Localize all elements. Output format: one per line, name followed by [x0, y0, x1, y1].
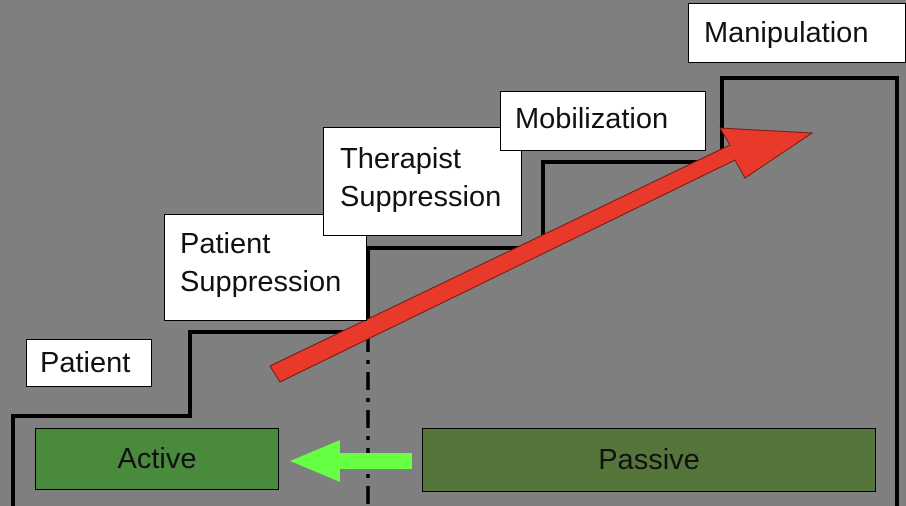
step-label-patient: Patient: [26, 339, 152, 387]
active-mode-box: Active: [35, 428, 279, 490]
staircase-outline: [11, 76, 899, 506]
step-manipulation-text: Manipulation: [704, 17, 869, 49]
step-label-mobilization: Mobilization: [500, 91, 706, 151]
step-therapist-suppression-line1: Therapist: [340, 143, 461, 175]
step-patient-suppression-line2: Suppression: [180, 266, 342, 298]
shift-to-active-arrow: [290, 440, 412, 482]
step-patient-suppression-line1: Patient: [180, 228, 271, 260]
step-mobilization-text: Mobilization: [515, 103, 669, 135]
step-label-patient-suppression: Patient Suppression: [164, 214, 367, 321]
passive-mode-box: Passive: [422, 428, 876, 492]
step-patient-text: Patient: [40, 347, 131, 379]
progression-arrow: [269, 127, 814, 383]
step-therapist-suppression-line2: Suppression: [340, 181, 502, 213]
step-label-manipulation: Manipulation: [688, 3, 906, 63]
active-mode-label: Active: [117, 442, 197, 475]
passive-mode-label: Passive: [598, 443, 700, 476]
step-label-therapist-suppression: Therapist Suppression: [323, 127, 522, 236]
